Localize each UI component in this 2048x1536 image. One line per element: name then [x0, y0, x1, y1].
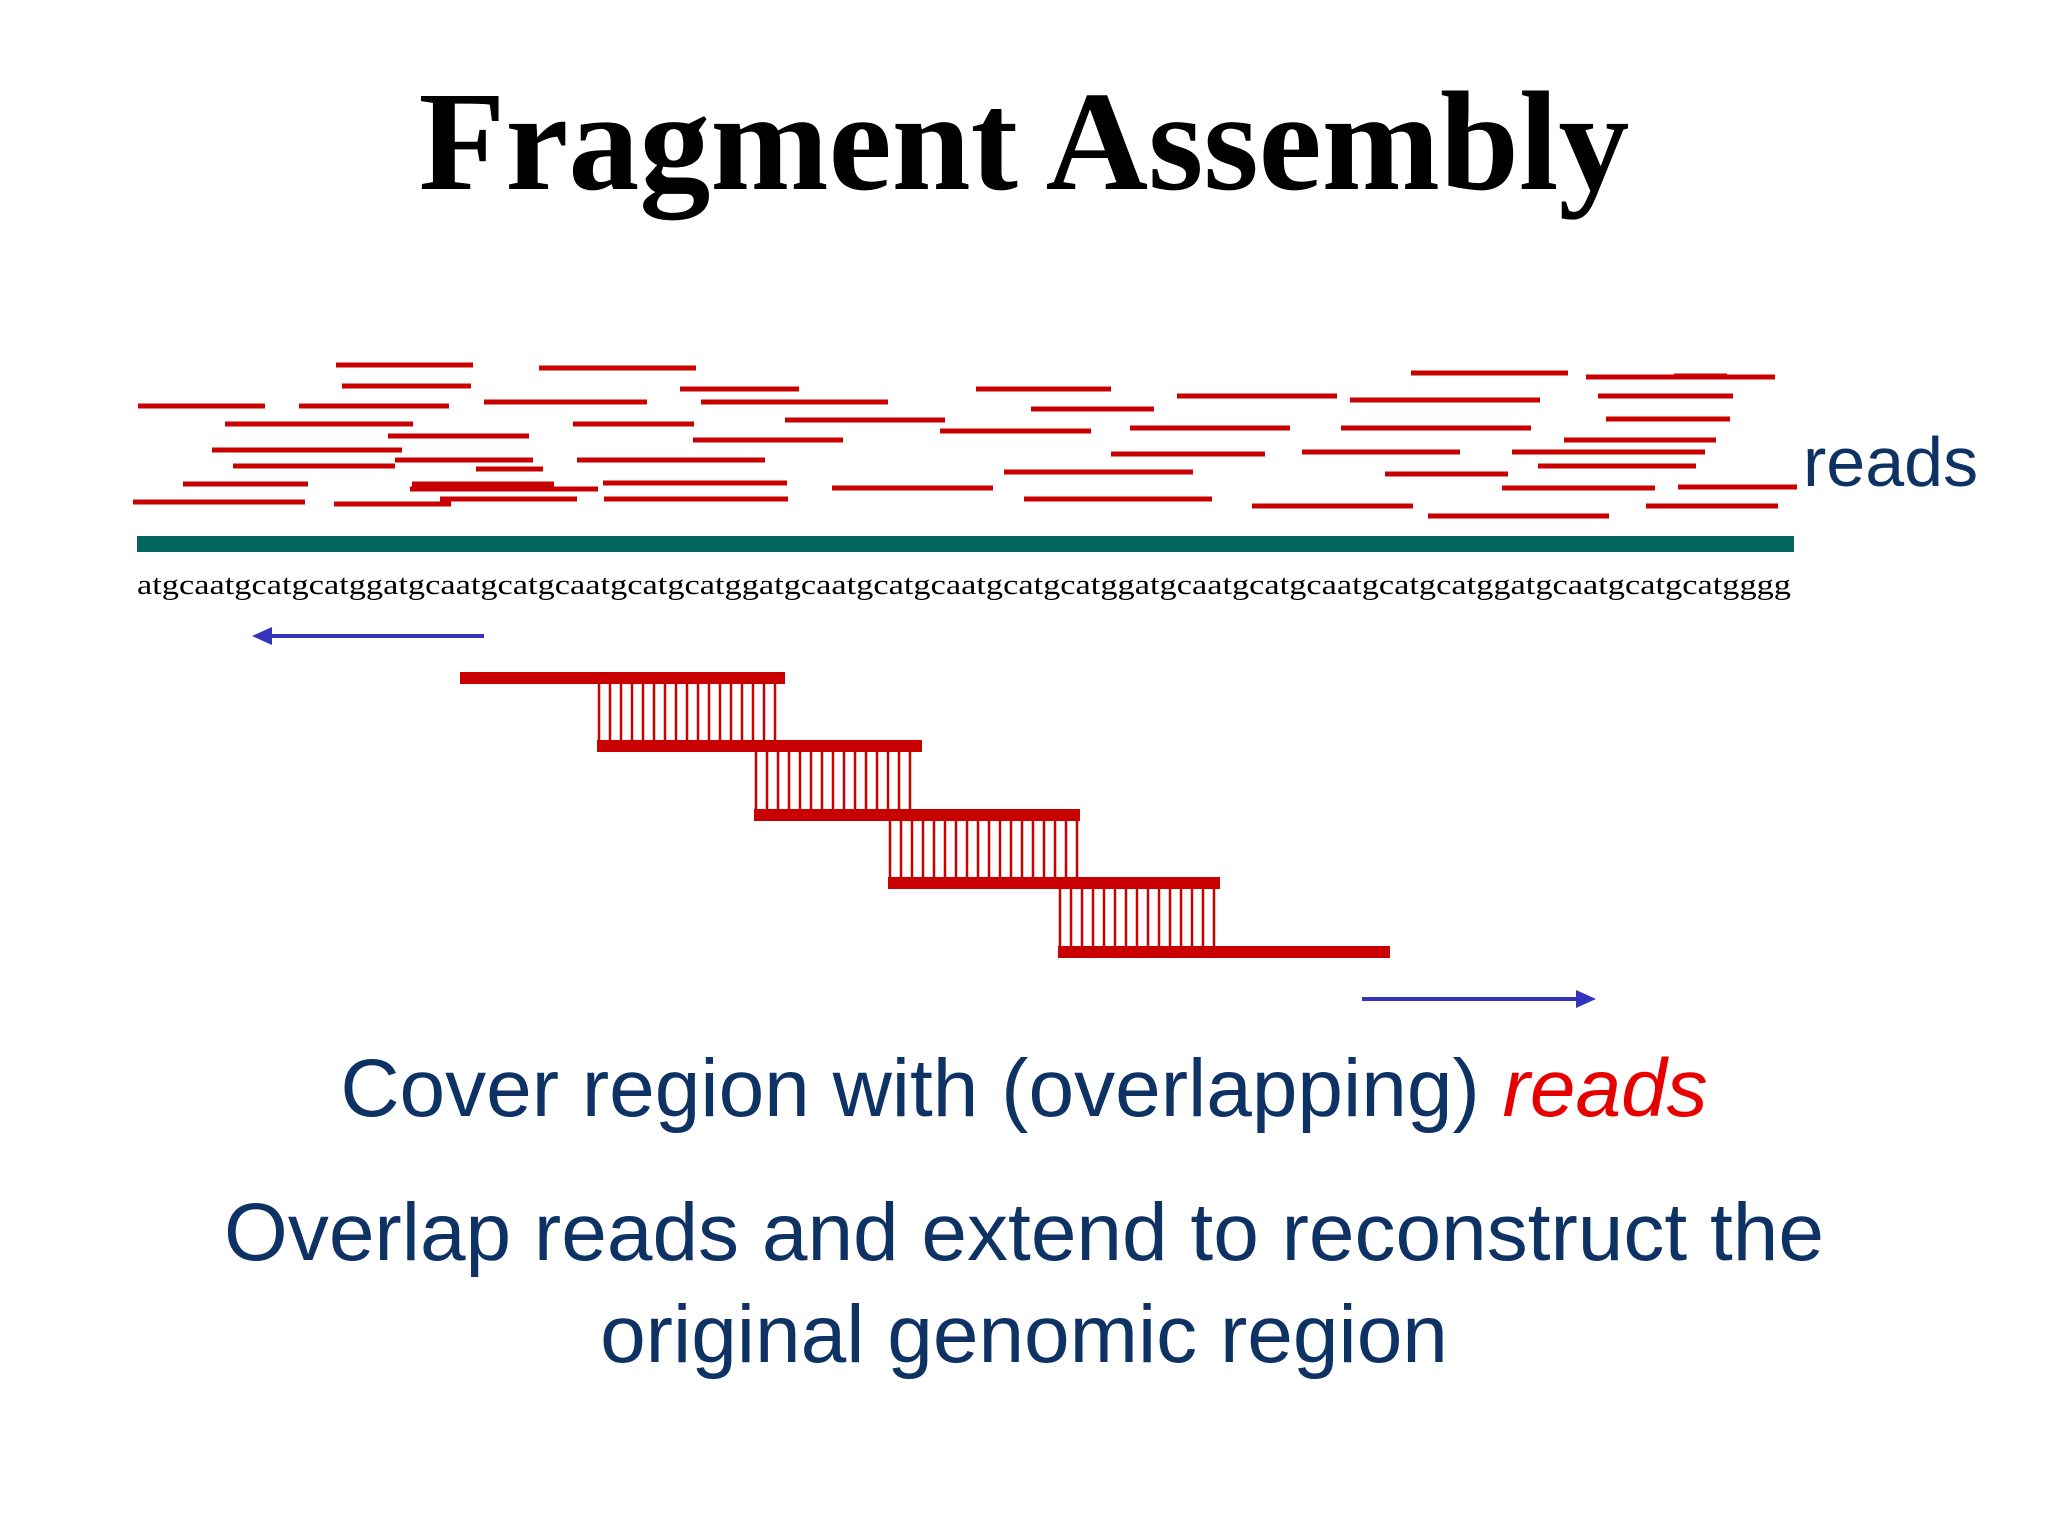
assembled-read — [460, 672, 785, 684]
overlap-hatch — [1058, 889, 1216, 946]
bullet-cover-region: Cover region with (overlapping) reads — [0, 1043, 2048, 1134]
bullet-overlap-extend: Overlap reads and extend to reconstruct … — [0, 1182, 2048, 1385]
arrow-left-icon — [252, 627, 484, 645]
overlap-hatch — [754, 752, 912, 809]
assembled-read — [888, 877, 1220, 889]
slide-title: Fragment Assembly — [418, 62, 1630, 220]
overlapping-reads-assembly — [460, 672, 1390, 958]
assembled-read — [1058, 946, 1390, 958]
bullet-overlap-line1: Overlap reads and extend to reconstruct … — [224, 1187, 1824, 1278]
reads-label: reads — [1803, 423, 1978, 501]
bullet-overlap-line2: original genomic region — [600, 1288, 1448, 1380]
overlap-hatch — [888, 821, 1079, 877]
genomic-sequence: atgcaatgcatgcatggatgcaatgcatgcaatgcatgca… — [137, 569, 1791, 601]
overlap-hatch — [597, 684, 777, 740]
bullet-cover-text: Cover region with (overlapping) — [340, 1043, 1503, 1134]
genome-bar — [137, 536, 1794, 552]
assembled-read — [754, 809, 1080, 821]
scattered-reads — [133, 362, 1797, 519]
arrow-right-icon — [1362, 990, 1596, 1008]
assembled-read — [597, 740, 922, 752]
reads-emphasis: reads — [1502, 1043, 1708, 1134]
